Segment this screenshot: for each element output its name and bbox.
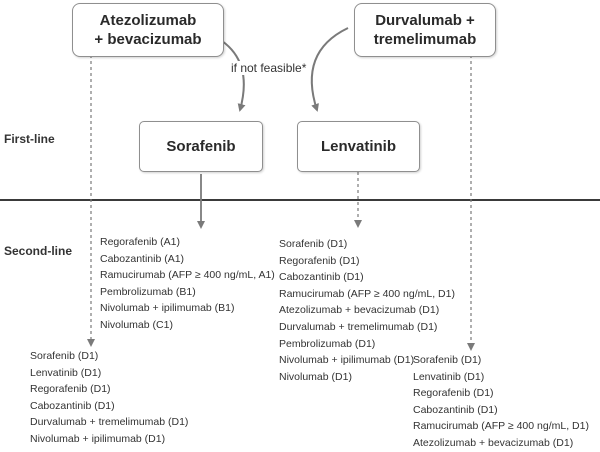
list-item: Sorafenib (D1) [30, 350, 99, 362]
list-item: Nivolumab (D1) [279, 370, 352, 383]
list-item: Pembrolizumab (D1) [279, 337, 376, 350]
list-item: Cabozantinib (D1) [30, 399, 115, 412]
atezolizumab-bevacizumab-box: Atezolizumab + bevacizumab [72, 3, 224, 57]
list-item: Ramucirumab (AFP ≥ 400 ng/mL, A1) [100, 269, 275, 282]
list-item: Durvalumab + tremelimumab (D1) [279, 320, 438, 333]
durvalumab-box-line2: tremelimumab [373, 31, 477, 48]
lenvatinib-box: Lenvatinib [297, 121, 420, 172]
list-item: Cabozantinib (D1) [413, 403, 498, 416]
list-item: Nivolumab + ipilimumab (B1) [100, 302, 235, 315]
list-item: Atezolizumab + bevacizumab (D1) [413, 436, 574, 449]
first-line-label: First-line [4, 132, 55, 146]
list-item: Sorafenib (D1) [279, 238, 348, 250]
list-item: Durvalumab + tremelimumab (D1) [30, 416, 189, 429]
list-item: Lenvatinib (D1) [30, 366, 102, 379]
sorafenib-box: Sorafenib [139, 121, 263, 172]
if-not-feasible-label: if not feasible* [229, 61, 309, 75]
list-item: Regorafenib (D1) [279, 254, 360, 267]
second-line-label: Second-line [4, 244, 73, 258]
list-item: Nivolumab (C1) [100, 318, 173, 331]
list-item: Nivolumab + ipilimumab (D1) [279, 354, 415, 367]
list-item: Lenvatinib (D1) [413, 370, 485, 383]
durvalumab-box-line1: Durvalumab + [375, 12, 475, 29]
arrow-durvalumab-to-lenvatinib [310, 27, 349, 112]
list-item: Regorafenib (D1) [30, 383, 111, 396]
list-item: Sorafenib (D1) [413, 354, 482, 366]
list-item: Cabozantinib (A1) [100, 252, 185, 265]
list-item: Nivolumab + ipilimumab (D1) [30, 432, 166, 445]
list-item: Atezolizumab + bevacizumab (D1) [279, 304, 440, 317]
list-after-lenvatinib: Sorafenib (D1) Regorafenib (D1) Cabozant… [279, 236, 455, 385]
list-item: Pembrolizumab (B1) [100, 285, 196, 298]
list-item: Cabozantinib (D1) [279, 271, 364, 284]
list-item: Ramucirumab (AFP ≥ 400 ng/mL, D1) [413, 420, 589, 433]
list-after-durvalumab: Sorafenib (D1) Lenvatinib (D1) Regorafen… [413, 352, 589, 452]
atezolizumab-box-line2: + bevacizumab [94, 31, 202, 48]
atezolizumab-box-line1: Atezolizumab [99, 12, 197, 29]
list-item: Regorafenib (D1) [413, 387, 494, 400]
list-after-atezolizumab: Sorafenib (D1) Lenvatinib (D1) Regorafen… [30, 348, 188, 448]
list-item: Regorafenib (A1) [100, 236, 180, 248]
list-after-sorafenib: Regorafenib (A1) Cabozantinib (A1) Ramuc… [100, 234, 275, 334]
durvalumab-tremelimumab-box: Durvalumab + tremelimumab [354, 3, 496, 57]
list-item: Ramucirumab (AFP ≥ 400 ng/mL, D1) [279, 287, 455, 300]
